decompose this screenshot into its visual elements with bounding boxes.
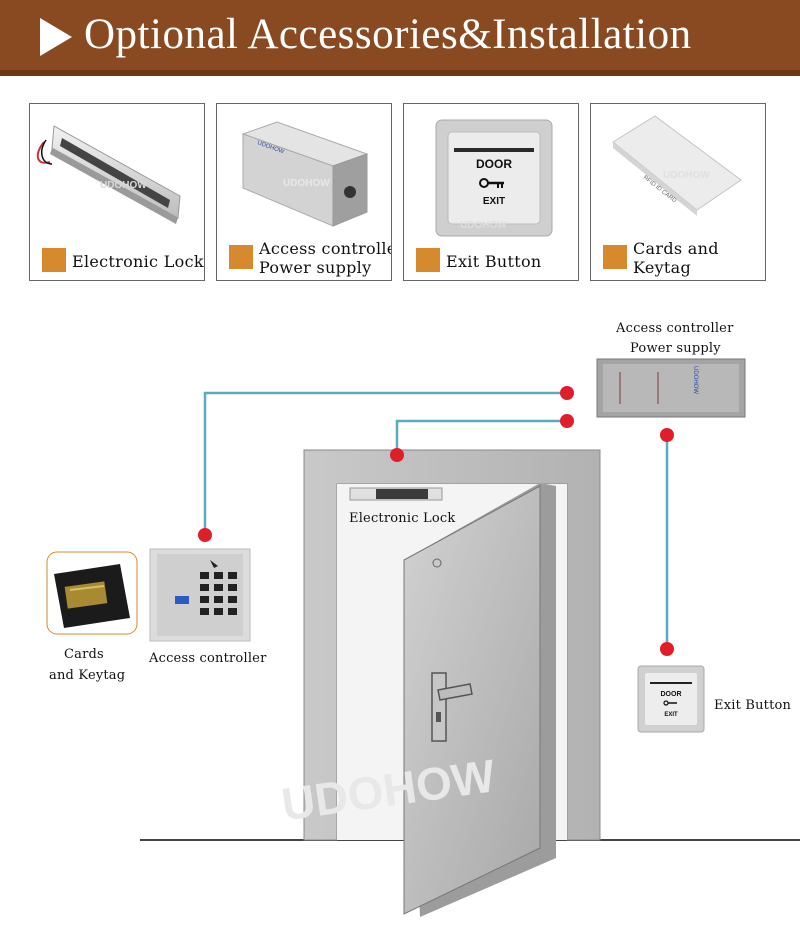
accessory-card-cards-keytag: RFID ID CARD UDOHOW Cards and Keytag [590,103,766,281]
connection-dot [660,428,674,442]
play-arrow-icon [40,18,72,56]
keypad-keys [200,572,237,615]
exit-button-text-top: DOOR [476,157,512,171]
header-banner: Optional Accessories&Installation [0,0,800,76]
connection-dot [660,642,674,656]
electronic-lock-label: Electronic Lock [349,511,456,526]
exit-button-photo: DOOR EXIT UDOHOW [435,119,553,237]
accessory-label-line1: Cards and [633,239,719,258]
watermark-text: UDOHOW [100,180,147,191]
cards-label-line2: and Keytag [49,668,126,683]
exit-button-label: Exit Button [714,698,792,713]
exit-button-text-bottom: EXIT [664,712,678,718]
access-controller-device [149,548,251,642]
label-square [42,248,66,272]
power-supply-label-line2: Power supply [630,341,721,356]
wire-electronic-lock [395,419,567,455]
label-square [229,245,253,269]
accessory-label: Exit Button [446,252,542,271]
access-controller-label: Access controller [149,651,267,666]
exit-button-device: DOOR EXIT [637,665,705,733]
wire-access-controller [203,391,567,535]
power-supply-label-line1: Access controller [616,321,734,336]
power-supply-photo: UDOHOW UDOHOW [241,121,369,227]
watermark-text: UDOHOW [283,178,330,189]
cards-label-line1: Cards [64,647,104,662]
watermark-text: UDOHOW [460,220,507,231]
page-title: Optional Accessories&Installation [84,11,692,58]
label-square [416,248,440,272]
power-supply-device: UDOHOW [596,358,746,418]
wiring [203,391,669,649]
svg-text:UDOHOW: UDOHOW [692,366,698,394]
connection-dot [390,448,404,462]
exit-button-text-top: DOOR [661,691,682,698]
exit-button-text-bottom: EXIT [483,196,505,207]
accessory-label-line1: Access controller [259,239,392,258]
accessory-label-line2: Power supply [259,258,372,277]
accessory-card-electronic-lock: UDOHOW Electronic Lock [29,103,205,281]
accessory-label-line2: Keytag [633,258,692,277]
connection-dots [198,386,674,656]
connection-dot [560,386,574,400]
door-leaf [403,483,556,917]
electronic-lock-device [349,487,443,501]
accessory-label: Electronic Lock [72,252,204,271]
connection-dot [560,414,574,428]
cards-keytag-photo [46,551,138,635]
watermark-text: UDOHOW [663,170,710,181]
accessory-card-power-supply: UDOHOW UDOHOW Access controller Power su… [216,103,392,281]
accessory-card-exit-button: DOOR EXIT UDOHOW Exit Button [403,103,579,281]
connection-dot [198,528,212,542]
access-card-photo: RFID ID CARD UDOHOW [612,115,742,216]
label-square [603,245,627,269]
electronic-lock-photo: UDOHOW [36,125,181,224]
